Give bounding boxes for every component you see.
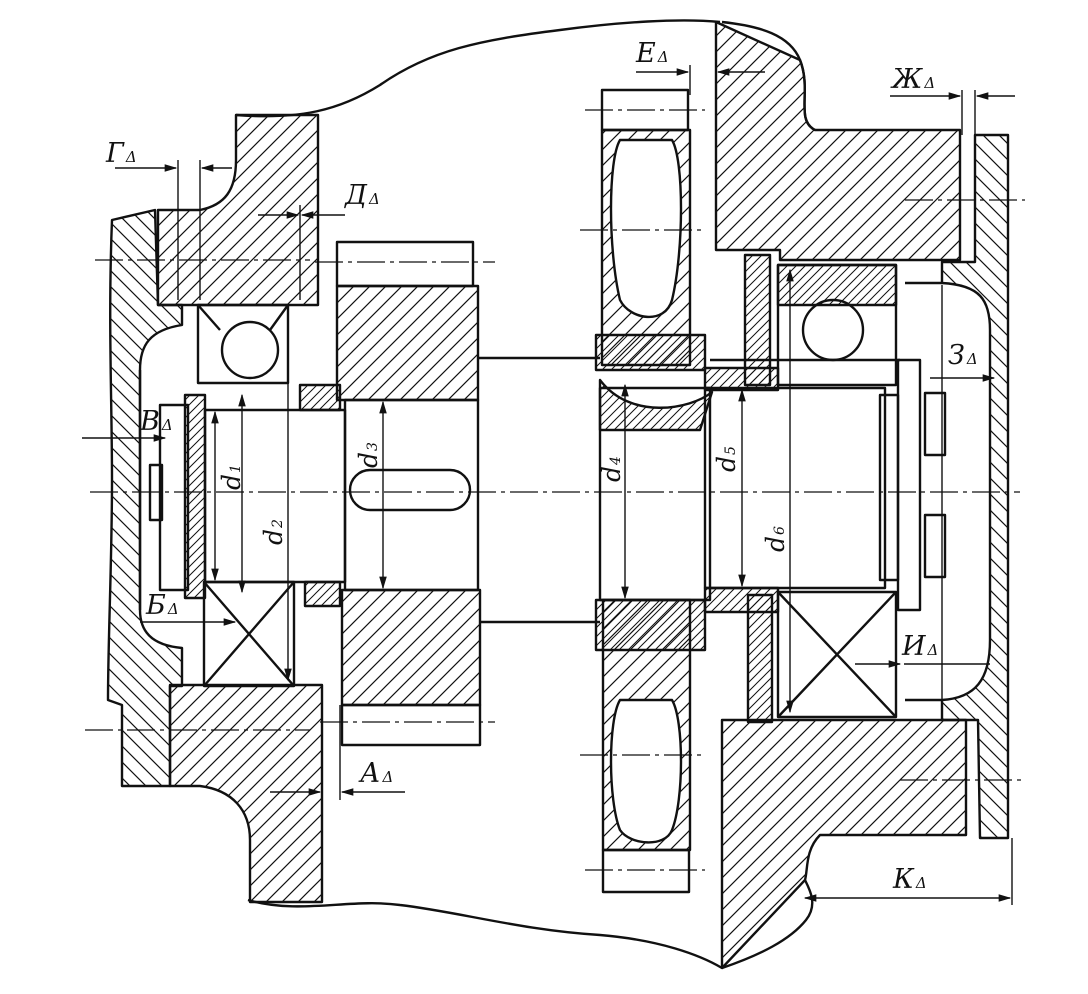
label-d6: d6 [761, 526, 790, 552]
left-housing-lower [168, 683, 324, 904]
left-bearing [196, 303, 296, 688]
label-d3: d3 [354, 442, 383, 468]
diameter-labels: d1 d2 d3 d4 d5 d6 [217, 442, 790, 552]
label-d1: d1 [217, 464, 246, 490]
label-d4: d4 [597, 456, 626, 482]
right-gear [594, 88, 714, 894]
right-bearing [710, 253, 900, 724]
dimension-lines [82, 60, 1015, 905]
right-housing [714, 20, 968, 970]
label-d2: d2 [259, 519, 288, 545]
center-lines [85, 109, 1025, 871]
right-shaft [703, 358, 947, 614]
right-end-cap [905, 133, 1010, 840]
left-end-cap [106, 208, 184, 788]
label-d5: d5 [712, 446, 741, 472]
left-shaft [148, 383, 347, 608]
middle-shaft [478, 356, 600, 624]
left-housing-upper [156, 113, 320, 307]
left-gear [335, 240, 482, 747]
